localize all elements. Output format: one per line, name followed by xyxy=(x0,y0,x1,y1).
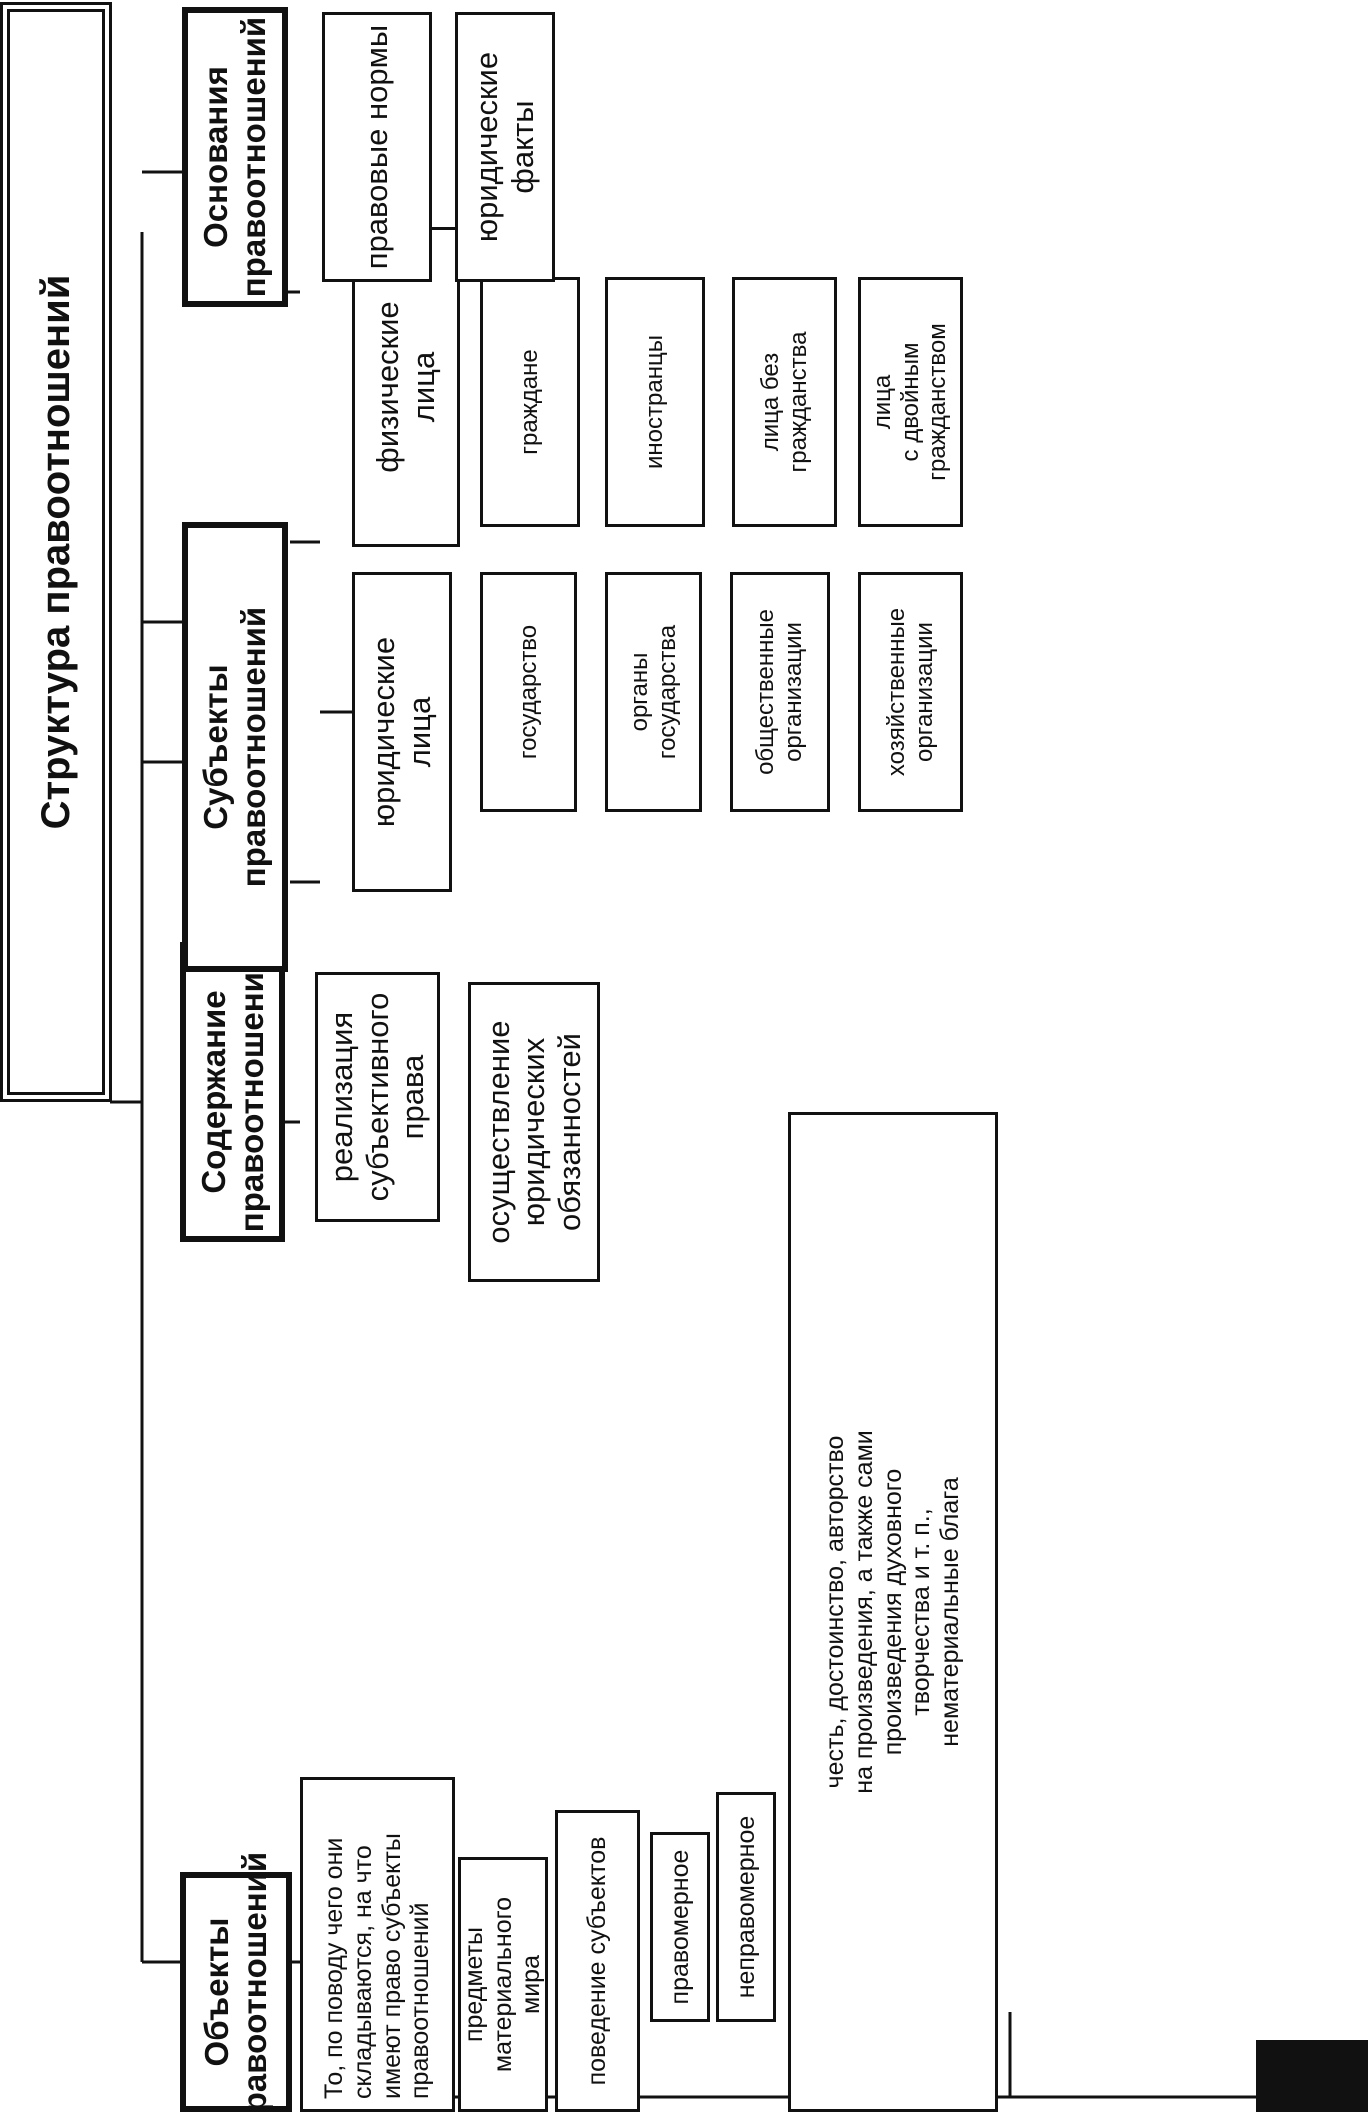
subjects-citizens: граждане xyxy=(480,277,580,527)
objects-subject-behavior: поведение субъектов xyxy=(555,1810,640,2112)
objects-unlawful-behavior: неправомерное xyxy=(716,1792,776,2022)
category-subjects: Субъекты правоотношений xyxy=(182,522,288,972)
objects-lawful-behavior: правомерное xyxy=(650,1832,710,2022)
content-duties: осуществление юридических обязанностей xyxy=(468,982,600,1282)
subjects-state-bodies: органы государства xyxy=(605,572,702,812)
grounds-legal-norms: правовые нормы xyxy=(322,12,432,282)
category-content: Содержание правоотношений xyxy=(180,942,285,1242)
category-grounds: Основания правоотношений xyxy=(182,7,288,307)
objects-definition: То, по поводу чего они складываются, на … xyxy=(300,1777,455,2112)
subjects-foreigners: иностранцы xyxy=(605,277,705,527)
subjects-legal-entities: юридические лица xyxy=(352,572,452,892)
subjects-business-organizations: хозяйственные организации xyxy=(858,572,963,812)
category-objects: Объекты правоотношений xyxy=(180,1852,292,2112)
subjects-public-organizations: общественные организации xyxy=(730,572,830,812)
content-rights: реализация субъективного права xyxy=(315,972,440,1222)
grounds-legal-facts: юридические факты xyxy=(455,12,555,282)
diagram-title: Структура правоотношений xyxy=(0,2,112,1102)
subjects-dual-citizenship: лица с двойным гражданством xyxy=(858,277,963,527)
corner-mark xyxy=(1256,2040,1368,2112)
subjects-stateless: лица без гражданства xyxy=(732,277,837,527)
subjects-state: государство xyxy=(480,572,577,812)
objects-material-world: предметы материального мира xyxy=(458,1857,548,2112)
objects-nonmaterial-goods: честь, достоинство, авторство на произве… xyxy=(788,1112,998,2112)
